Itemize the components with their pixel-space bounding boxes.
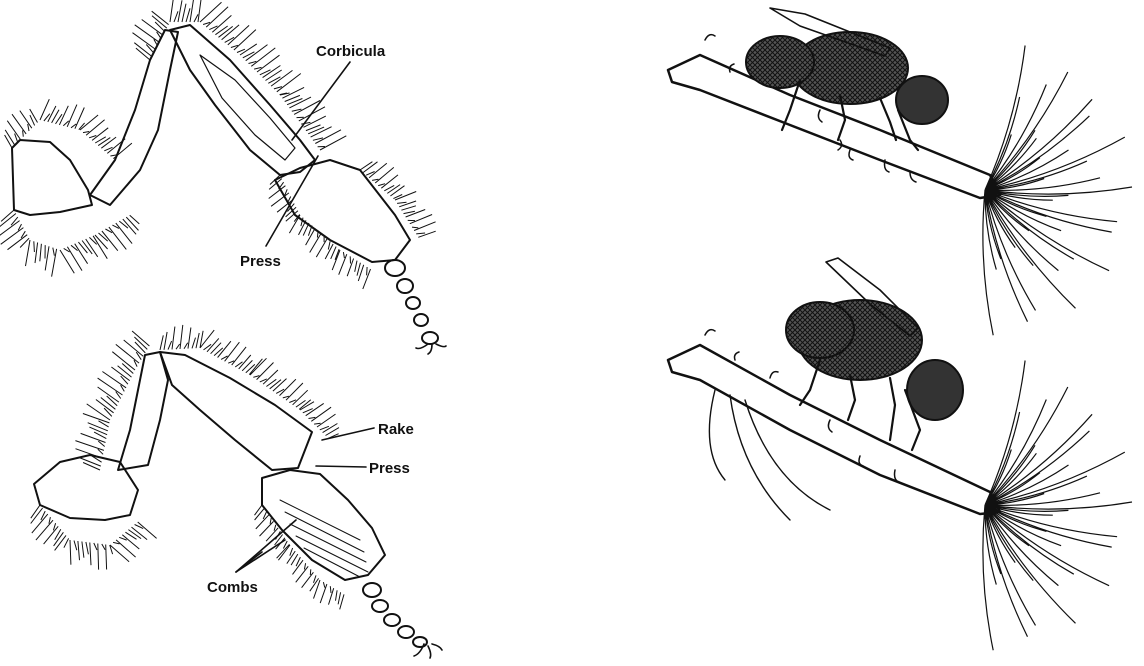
- combs-leader-line-3: [236, 552, 262, 572]
- lower-bee-head: [907, 360, 963, 420]
- lower-dangling-needles: [709, 390, 830, 520]
- top-leg-femur: [90, 30, 178, 205]
- bee-on-branch-lower-illustration: [668, 258, 1132, 650]
- bottom-leg-comb-rows: [280, 500, 368, 577]
- bottom-leg-tarsus: [363, 583, 427, 647]
- upper-pine-needles-icon: [983, 46, 1132, 336]
- lower-bee-abdomen: [786, 302, 854, 358]
- bottom-hind-leg-illustration: [31, 325, 442, 658]
- bottom-press-leader-line: [316, 466, 366, 467]
- corbicula-label: Corbicula: [316, 43, 386, 60]
- bottom-press-label: Press: [369, 460, 410, 477]
- bottom-leg-basitarsus: [262, 470, 385, 580]
- upper-bee-head: [896, 76, 948, 124]
- top-leg-tibia: [170, 25, 315, 175]
- bottom-leg-femur: [118, 352, 168, 470]
- bottom-leg-tibia: [160, 352, 312, 470]
- top-leg-coxa: [12, 140, 92, 215]
- bottom-leg-coxa: [34, 455, 138, 520]
- lower-pine-needles-icon: [983, 361, 1132, 651]
- top-press-label: Press: [240, 253, 281, 270]
- upper-bee-abdomen: [746, 36, 814, 88]
- combs-label: Combs: [207, 579, 258, 596]
- top-leg-tarsus: [385, 260, 438, 344]
- top-leg-basitarsus: [275, 160, 410, 262]
- rake-leader-line: [322, 428, 374, 440]
- rake-label: Rake: [378, 421, 414, 438]
- bee-on-branch-upper-illustration: [668, 8, 1132, 335]
- top-leg-claw-icon: [416, 344, 446, 354]
